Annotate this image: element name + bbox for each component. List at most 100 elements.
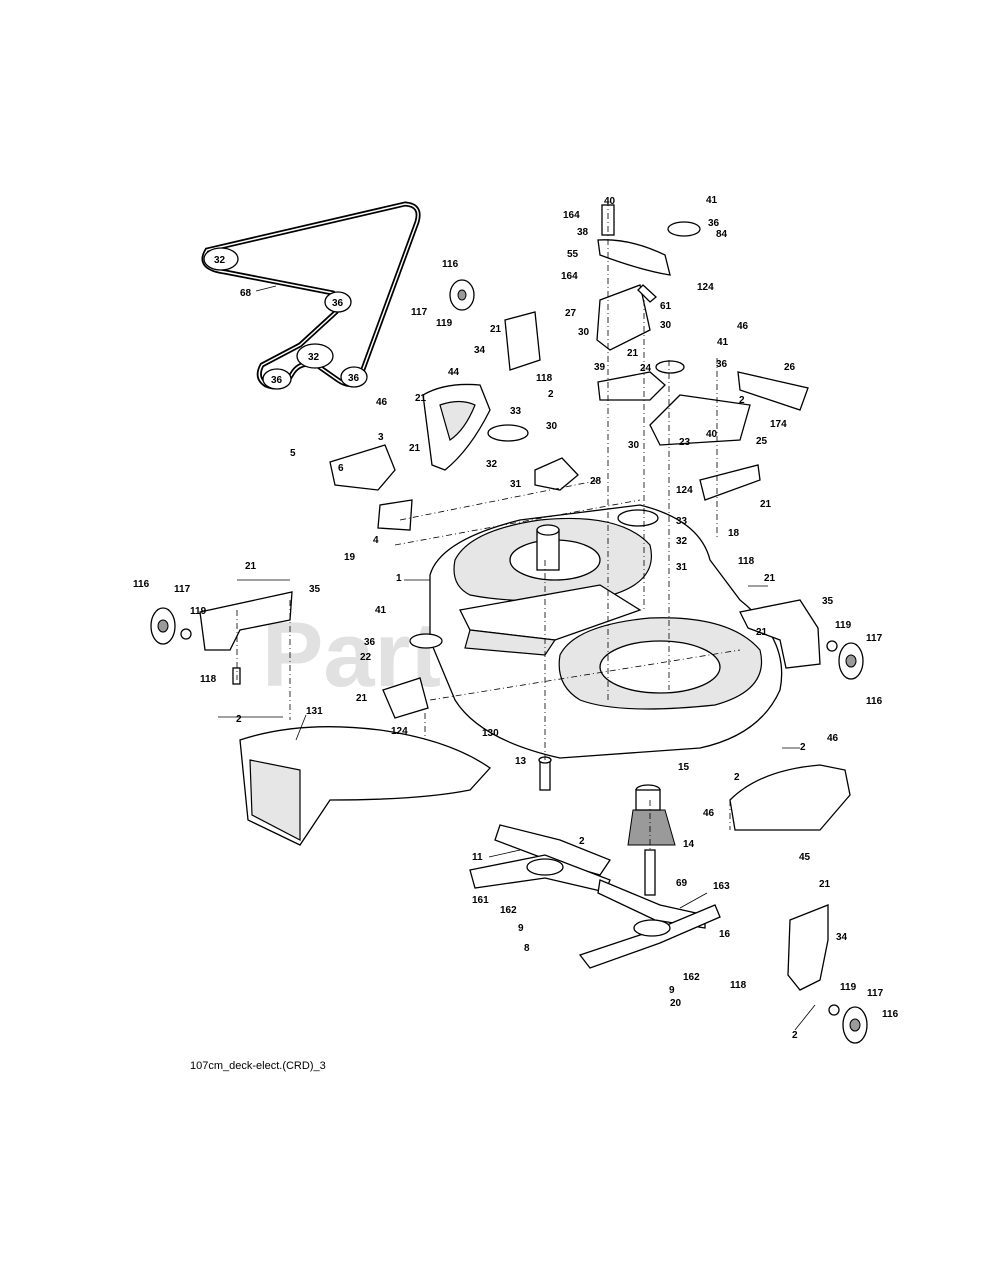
part-number-label: 2 <box>236 714 242 725</box>
belt-assembly: 32 36 32 36 36 68 <box>201 201 421 390</box>
part-number-label: 2 <box>800 742 806 753</box>
rear-right-bracket <box>787 904 868 1044</box>
part-number-label: 21 <box>415 393 427 404</box>
part-number-label: 174 <box>770 419 787 430</box>
part-number-label: 21 <box>245 561 257 572</box>
part-number-label: 117 <box>866 633 883 644</box>
part-number-label: 162 <box>683 972 700 983</box>
part-number-label: 41 <box>706 195 718 206</box>
part-number-label: 19 <box>344 552 356 563</box>
part-number-label: 40 <box>706 429 718 440</box>
part-number-label: 46 <box>703 808 715 819</box>
part-number-label: 118 <box>738 556 755 567</box>
part-number-label: 117 <box>867 988 884 999</box>
part-number-label: 3 <box>378 432 384 443</box>
part-number-label: 163 <box>713 881 730 892</box>
part-number-label: 119 <box>190 606 207 617</box>
part-number-label: 118 <box>536 373 553 384</box>
part-number-label: 31 <box>510 479 522 490</box>
upper-brackets <box>329 279 809 719</box>
part-number-label: 118 <box>200 674 217 685</box>
spindle-housing <box>627 784 676 846</box>
part-number-label: 69 <box>676 878 688 889</box>
part-number-label: 1 <box>396 573 402 584</box>
part-number-label: 4 <box>373 535 379 546</box>
part-number-label: 119 <box>436 318 453 329</box>
part-number-label: 41 <box>717 337 729 348</box>
part-number-label: 34 <box>474 345 486 356</box>
right-idler-bracket <box>739 599 864 680</box>
part-number-label: 22 <box>360 652 372 663</box>
part-number-label: 161 <box>472 895 489 906</box>
alignment-lines <box>236 200 741 850</box>
belt-part-number: 68 <box>240 288 252 299</box>
part-number-label: 33 <box>510 406 522 417</box>
left-idler-bracket <box>150 591 293 685</box>
part-number-label: 16 <box>719 929 731 940</box>
part-number-label: 117 <box>411 307 428 318</box>
diagram-caption: 107cm_deck-elect.(CRD)_3 <box>190 1060 326 1072</box>
part-number-label: 38 <box>577 227 589 238</box>
part-number-label: 40 <box>604 196 616 207</box>
part-number-label: 131 <box>306 706 323 717</box>
part-number-label: 39 <box>594 362 606 373</box>
part-number-label: 15 <box>678 762 690 773</box>
part-number-label: 36 <box>364 637 376 648</box>
part-number-label: 61 <box>660 301 672 312</box>
part-number-label: 46 <box>737 321 749 332</box>
part-number-label: 2 <box>734 772 740 783</box>
part-number-label: 21 <box>764 573 776 584</box>
part-number-label: 30 <box>546 421 558 432</box>
part-number-label: 21 <box>409 443 421 454</box>
belt-pulley-label: 36 <box>332 298 344 309</box>
rear-cover <box>729 764 851 831</box>
part-number-label: 118 <box>730 980 747 991</box>
part-number-label: 116 <box>882 1009 899 1020</box>
part-number-label: 18 <box>728 528 740 539</box>
part-number-label: 9 <box>518 923 524 934</box>
part-number-label: 2 <box>579 836 585 847</box>
part-number-label: 36 <box>708 218 720 229</box>
discharge-chute <box>239 726 491 846</box>
part-number-label: 5 <box>290 448 296 459</box>
part-number-label: 116 <box>133 579 150 590</box>
part-number-label: 35 <box>822 596 834 607</box>
part-number-label: 162 <box>500 905 517 916</box>
label-leaders <box>218 579 816 1031</box>
part-number-label: 26 <box>784 362 796 373</box>
part-number-label: 23 <box>679 437 691 448</box>
part-number-label: 30 <box>578 327 590 338</box>
part-number-label: 46 <box>827 733 839 744</box>
part-number-label: 24 <box>640 363 652 374</box>
mower-deck-housing <box>429 504 783 759</box>
part-number-label: 33 <box>676 516 688 527</box>
part-number-label: 30 <box>628 440 640 451</box>
part-number-label: 44 <box>448 367 460 378</box>
part-number-label: 21 <box>356 693 368 704</box>
part-number-label: 13 <box>515 756 527 767</box>
part-number-label: 2 <box>792 1030 798 1041</box>
part-number-label: 2 <box>548 389 554 400</box>
belt-pulley-label: 36 <box>348 373 360 384</box>
part-number-label: 2 <box>739 395 745 406</box>
part-number-label: 124 <box>676 485 693 496</box>
part-number-label: 84 <box>716 229 728 240</box>
part-number-label: 45 <box>799 852 811 863</box>
part-number-label: 27 <box>565 308 577 319</box>
part-number-label: 9 <box>669 985 675 996</box>
belt-pulley-label: 32 <box>308 352 320 363</box>
part-number-label: 124 <box>391 726 408 737</box>
part-number-label: 46 <box>376 397 388 408</box>
part-number-label: 117 <box>174 584 191 595</box>
part-number-label: 116 <box>866 696 883 707</box>
part-number-label: 36 <box>716 359 728 370</box>
part-number-label: 21 <box>627 348 639 359</box>
part-number-label: 28 <box>590 476 602 487</box>
part-number-label: 41 <box>375 605 387 616</box>
blade-assembly-right <box>578 849 721 969</box>
part-number-label: 21 <box>490 324 502 335</box>
part-number-label: 35 <box>309 584 321 595</box>
part-number-label: 6 <box>338 463 344 474</box>
part-number-label: 119 <box>835 620 852 631</box>
